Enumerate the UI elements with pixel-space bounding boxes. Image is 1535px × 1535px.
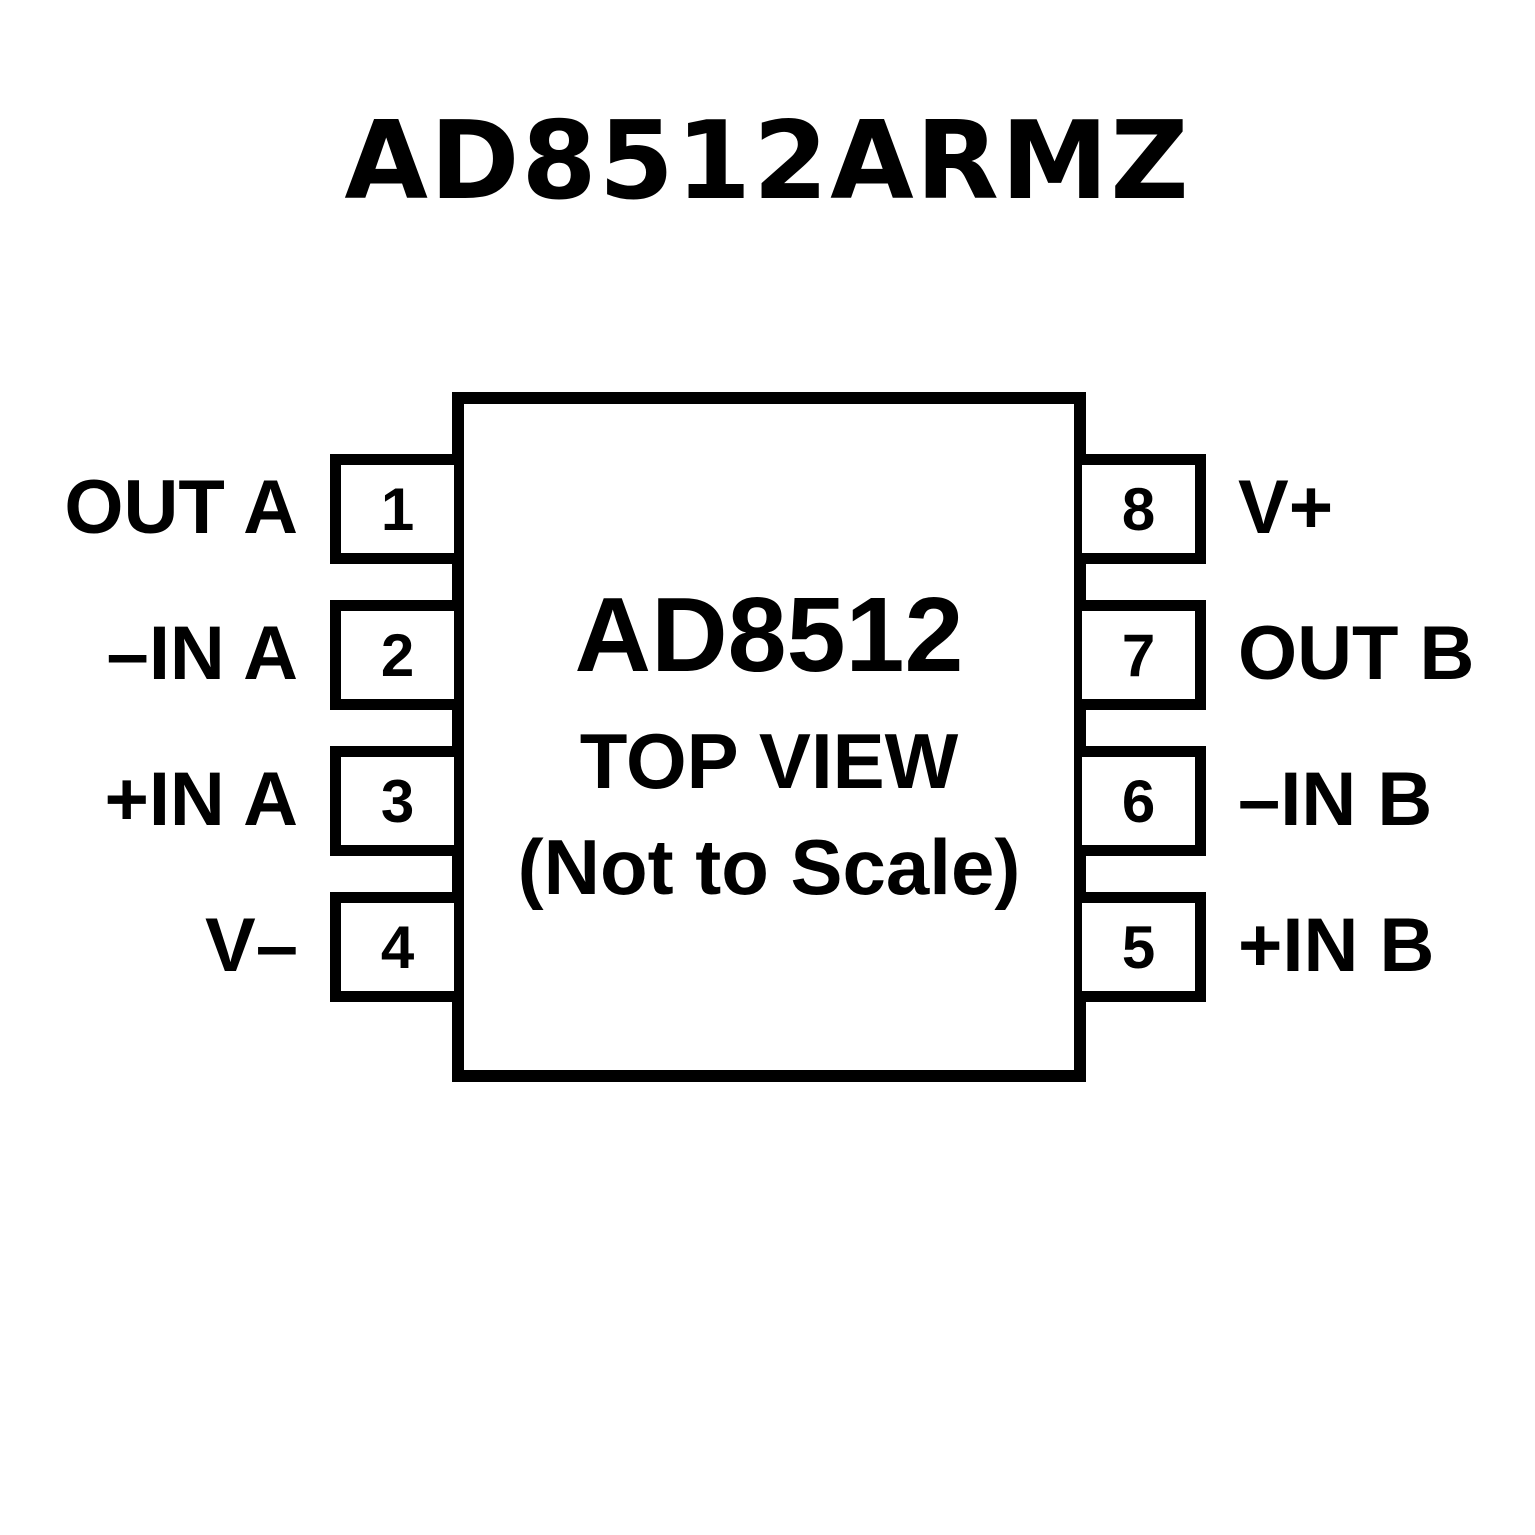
pin-8-label: V+ [1238, 465, 1334, 550]
pin-1-box: 1 [330, 454, 454, 564]
chip-package-body [452, 392, 1086, 1082]
pin-3-label: +IN A [104, 757, 298, 842]
pin-7-box: 7 [1082, 600, 1206, 710]
pin-3-box: 3 [330, 746, 454, 856]
chip-part-number: AD8512 [574, 576, 964, 694]
pin-6-number: 6 [1121, 767, 1156, 835]
chip-scale-note: (Not to Scale) [517, 823, 1021, 911]
pin-2-number: 2 [380, 621, 415, 689]
pin-8-number: 8 [1121, 475, 1156, 543]
pin-8-box: 8 [1082, 454, 1206, 564]
pin-2-box: 2 [330, 600, 454, 710]
pin-4-box: 4 [330, 892, 454, 1002]
pin-7-number: 7 [1121, 621, 1156, 689]
pin-4-number: 4 [380, 913, 415, 981]
chip-view-label: TOP VIEW [579, 717, 959, 805]
pin-5-label: +IN B [1238, 903, 1435, 988]
pin-1-number: 1 [380, 475, 415, 543]
pin-6-label: –IN B [1238, 757, 1433, 842]
pin-5-number: 5 [1121, 913, 1156, 981]
pin-7-label: OUT B [1238, 611, 1475, 696]
page-title: AD8512ARMZ [344, 99, 1191, 224]
pin-3-number: 3 [380, 767, 415, 835]
pin-4-label: V– [205, 903, 298, 988]
pin-1-label: OUT A [64, 465, 298, 550]
pin-6-box: 6 [1082, 746, 1206, 856]
pin-5-box: 5 [1082, 892, 1206, 1002]
pin-2-label: –IN A [106, 611, 298, 696]
